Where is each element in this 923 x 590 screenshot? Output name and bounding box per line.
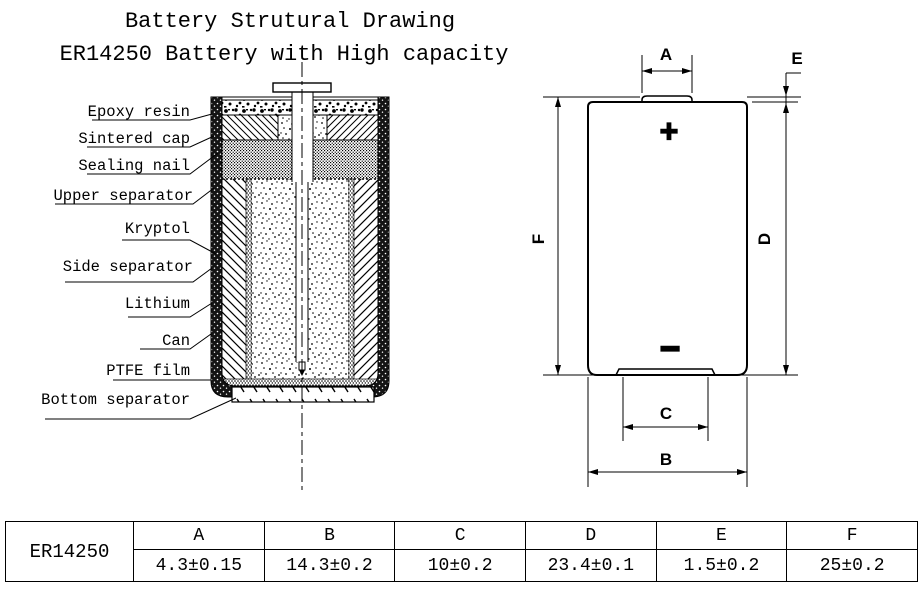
title: Battery Strutural Drawing ER14250 Batter… — [60, 9, 509, 67]
part-label-text: Upper separator — [53, 187, 193, 205]
part-label-text: Can — [162, 332, 190, 350]
nail-stem-upper-outline — [291, 92, 314, 182]
col-header-e: E — [655, 521, 788, 550]
side-separator-left — [245, 178, 253, 380]
side-separator-right — [347, 178, 355, 380]
dim-label-a: A — [660, 45, 672, 64]
part-label-sealing-nail: Sealing nail — [78, 152, 219, 175]
part-label-side-separator: Side separator — [63, 258, 213, 283]
part-label-epoxy-resin: Epoxy resin — [88, 103, 213, 121]
leader-line — [140, 333, 212, 350]
ptfe-film-layer — [221, 378, 379, 387]
part-label-text: Sealing nail — [78, 157, 190, 175]
part-label-text: Kryptol — [125, 220, 190, 238]
dim-label-e: E — [791, 49, 802, 68]
horizontal-extension-lines — [543, 96, 801, 376]
col-header-f: F — [786, 521, 918, 550]
positive-cap-outline — [641, 95, 693, 102]
dim-e-d-line — [785, 72, 801, 375]
cap-speckle-patch-right — [313, 115, 327, 140]
cap-speckle-patch-left — [278, 115, 292, 140]
col-header-b: B — [263, 521, 396, 550]
col-header-d: D — [524, 521, 657, 550]
bottom-separator-layer — [231, 386, 375, 403]
dim-c-arrows — [623, 424, 708, 430]
part-label-can: Can — [140, 332, 212, 350]
leader-line — [65, 267, 213, 283]
dim-d-arrow — [783, 365, 789, 375]
cross-section-figure — [210, 62, 390, 490]
table-value-row: 4.3±0.15 14.3±0.2 10±0.2 23.4±0.1 1.5±0.… — [6, 549, 918, 582]
part-labels: Epoxy resin Sintered cap Sealing nail Up… — [41, 103, 237, 420]
value-c: 10±0.2 — [394, 549, 526, 582]
cap-segment-dividers — [277, 115, 328, 140]
part-label-text: PTFE film — [106, 362, 190, 380]
leader-line — [128, 302, 213, 318]
part-label-upper-separator: Upper separator — [53, 187, 215, 205]
col-header-a: A — [133, 521, 265, 550]
part-label-bottom-separator: Bottom separator — [41, 391, 237, 420]
part-label-text: Sintered cap — [78, 130, 190, 148]
leader-line — [45, 397, 237, 420]
col-header-c: C — [394, 521, 526, 550]
leader-line — [87, 135, 215, 148]
value-d: 23.4±0.1 — [524, 549, 657, 582]
model-cell: ER14250 — [5, 521, 134, 582]
title-line-1: Battery Strutural Drawing — [125, 9, 455, 34]
dim-b-lines — [587, 377, 748, 487]
part-label-lithium: Lithium — [125, 295, 213, 318]
dimension-figure: + − A B C D E F — [529, 45, 803, 487]
dim-label-b: B — [660, 450, 672, 469]
positive-terminal-mark: + — [660, 113, 679, 149]
spec-table: ER14250 A B C D E F 4.3±0.15 14.3±0.2 10… — [5, 521, 918, 582]
can-wall — [210, 96, 390, 398]
bottom-recess — [615, 368, 716, 376]
leader-line — [122, 239, 217, 255]
part-label-ptfe-film: PTFE film — [106, 362, 211, 381]
lithium-layer-left — [222, 179, 246, 379]
part-label-sintered-cap: Sintered cap — [78, 130, 215, 148]
part-label-kryptol: Kryptol — [122, 220, 217, 255]
value-f: 25±0.2 — [786, 549, 918, 582]
nail-stem-lower-outline — [295, 182, 309, 362]
dim-label-c: C — [660, 404, 672, 423]
dim-c-lines — [622, 377, 709, 441]
lithium-layer-right — [354, 179, 378, 379]
value-a: 4.3±0.15 — [133, 549, 265, 582]
dim-a-arrows — [642, 68, 692, 74]
table-header-row: ER14250 A B C D E F — [5, 521, 918, 582]
technical-drawing: Battery Strutural Drawing ER14250 Batter… — [41, 9, 803, 490]
dim-label-f: F — [529, 234, 548, 244]
value-e: 1.5±0.2 — [655, 549, 788, 582]
leader-line — [92, 113, 213, 121]
part-label-text: Epoxy resin — [88, 103, 190, 121]
part-label-text: Bottom separator — [41, 391, 190, 409]
negative-terminal-mark: − — [660, 330, 680, 368]
part-label-text: Side separator — [63, 258, 193, 276]
leader-line — [55, 187, 215, 205]
value-b: 14.3±0.2 — [263, 549, 396, 582]
dim-e-arrows — [783, 86, 789, 113]
title-line-2: ER14250 Battery with High capacity — [60, 42, 509, 67]
part-label-text: Lithium — [125, 295, 190, 313]
dim-label-d: D — [755, 233, 774, 245]
leader-line — [87, 152, 219, 175]
